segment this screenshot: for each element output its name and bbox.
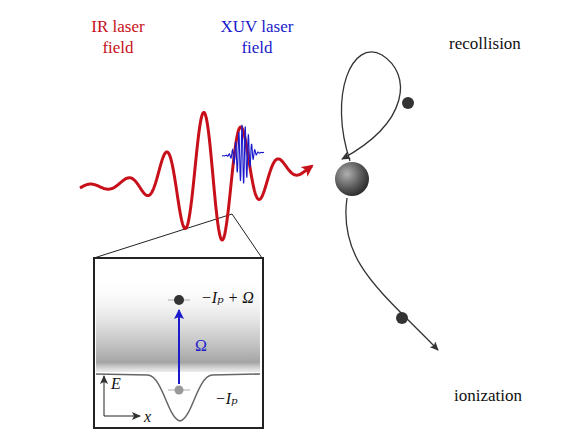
position-axis <box>104 416 140 417</box>
text-label: ionization <box>433 385 543 406</box>
ionization-trajectory <box>346 198 438 350</box>
inset-label: −Iₚ <box>215 390 238 408</box>
text-label: XUV laser field <box>217 16 297 58</box>
inset-box: −Iₚ + Ω Ω −Iₚ Ex <box>93 257 264 429</box>
zoom-line <box>94 214 232 258</box>
inset-label: E <box>111 375 121 393</box>
xuv-excitation <box>178 310 180 384</box>
energy-axis <box>104 376 105 416</box>
inset-label: −Iₚ + Ω <box>201 289 254 307</box>
excited-electron <box>174 295 184 305</box>
xuv-pulse <box>222 125 264 184</box>
electron <box>402 97 414 109</box>
inset-label: Ω <box>195 337 207 355</box>
zoom-line <box>232 214 262 258</box>
bound-electron <box>175 386 184 395</box>
recollision-trajectory <box>341 52 400 161</box>
ir-pulse <box>80 112 312 240</box>
text-label: recollision <box>430 33 540 54</box>
text-label: IR laser field <box>80 16 156 58</box>
electron <box>396 312 408 324</box>
inset-label: x <box>144 408 151 426</box>
atom <box>335 162 369 196</box>
